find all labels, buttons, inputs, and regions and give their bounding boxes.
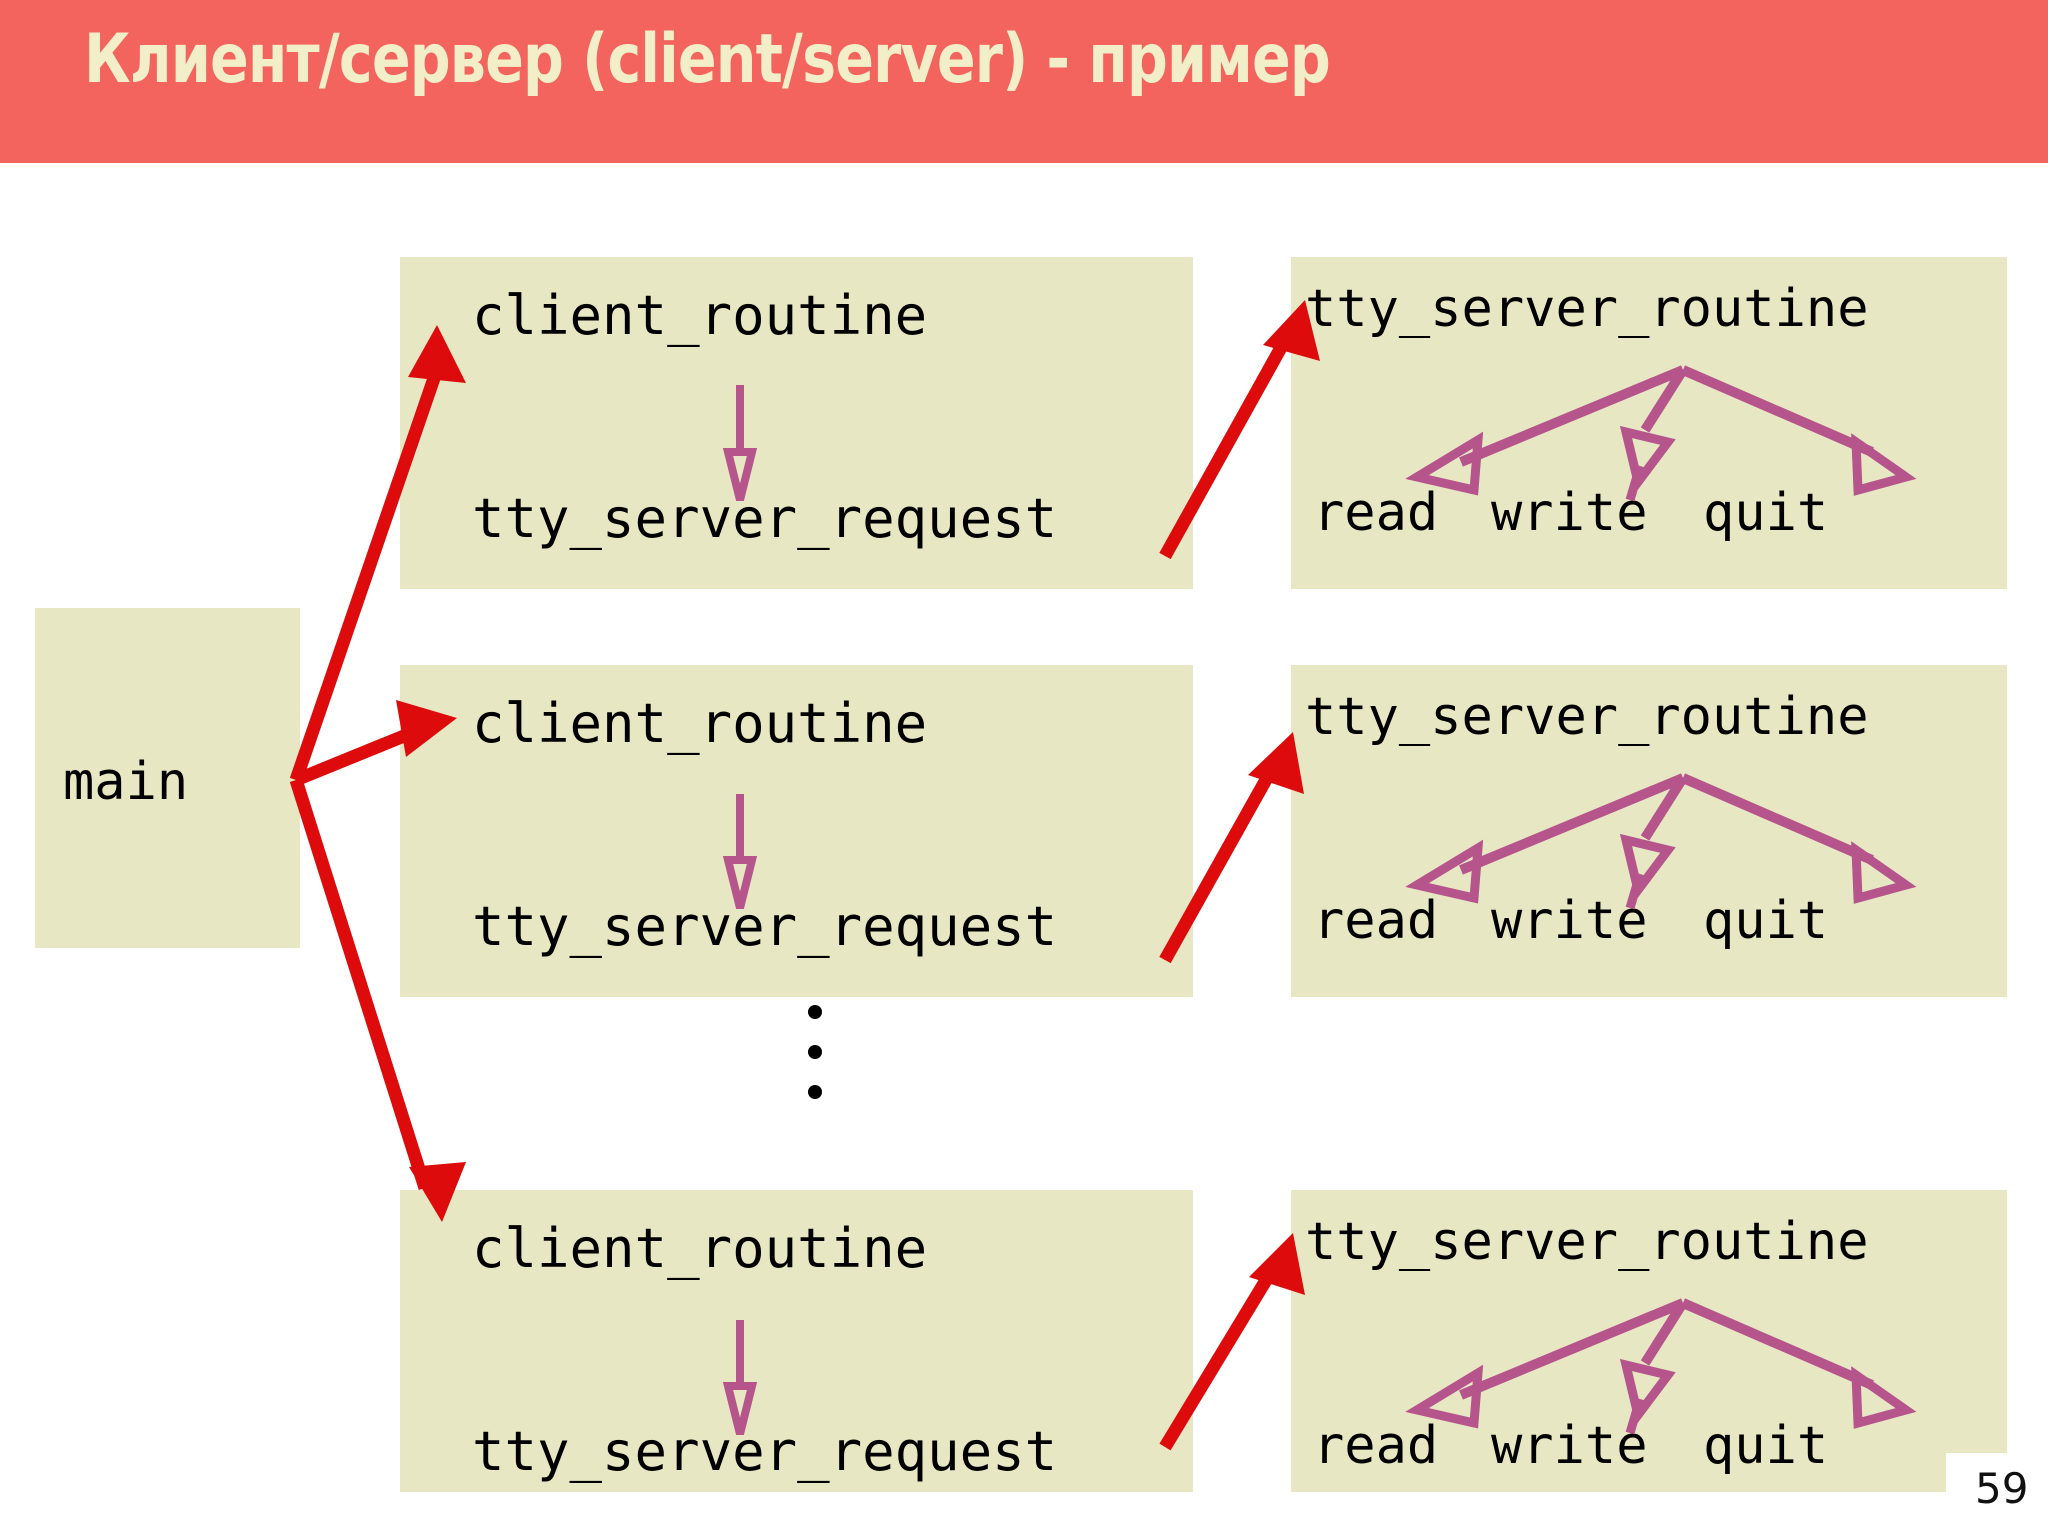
server-leaf-write-2: write [1491,891,1648,951]
page-title: Клиент/сервер (client/server) - пример [84,20,1331,99]
tty-server-routine-label-1: tty_server_routine [1305,279,1869,339]
tty-server-request-label-2: tty_server_request [472,895,1058,958]
ellipsis-dot [808,1085,822,1099]
server-leaf-read-2: read [1313,891,1439,951]
main-box[interactable]: main [35,608,300,948]
title-banner: Клиент/сервер (client/server) - пример [0,0,2048,163]
tty-server-request-label-1: tty_server_request [472,487,1058,550]
client-box-3[interactable]: client_routine tty_server_request [400,1190,1193,1492]
ellipsis-dot [808,1045,822,1059]
server-leaf-read-3: read [1313,1416,1439,1476]
main-box-label: main [63,752,189,812]
server-box-1[interactable]: tty_server_routine read write quit [1291,257,2007,589]
client-routine-label-1: client_routine [472,284,928,347]
server-leaf-quit-3: quit [1703,1416,1829,1476]
server-leaf-quit-2: quit [1703,891,1829,951]
ellipsis-dot [808,1005,822,1019]
server-box-3[interactable]: tty_server_routine read write quit [1291,1190,2007,1492]
server-leaf-read-1: read [1313,483,1439,543]
client-box-1[interactable]: client_routine tty_server_request [400,257,1193,589]
server-leaf-write-1: write [1491,483,1648,543]
client-routine-label-3: client_routine [472,1217,928,1280]
tty-server-routine-label-2: tty_server_routine [1305,687,1869,747]
tty-server-request-label-3: tty_server_request [472,1420,1058,1483]
page-number: 59 [1975,1464,2029,1513]
client-routine-label-2: client_routine [472,692,928,755]
server-leaf-quit-1: quit [1703,483,1829,543]
server-box-2[interactable]: tty_server_routine read write quit [1291,665,2007,997]
tty-server-routine-label-3: tty_server_routine [1305,1212,1869,1272]
vertical-ellipsis-icon [808,1005,824,1101]
server-leaf-write-3: write [1491,1416,1648,1476]
server-box-corner-notch [1946,1453,2016,1498]
client-box-2[interactable]: client_routine tty_server_request [400,665,1193,997]
